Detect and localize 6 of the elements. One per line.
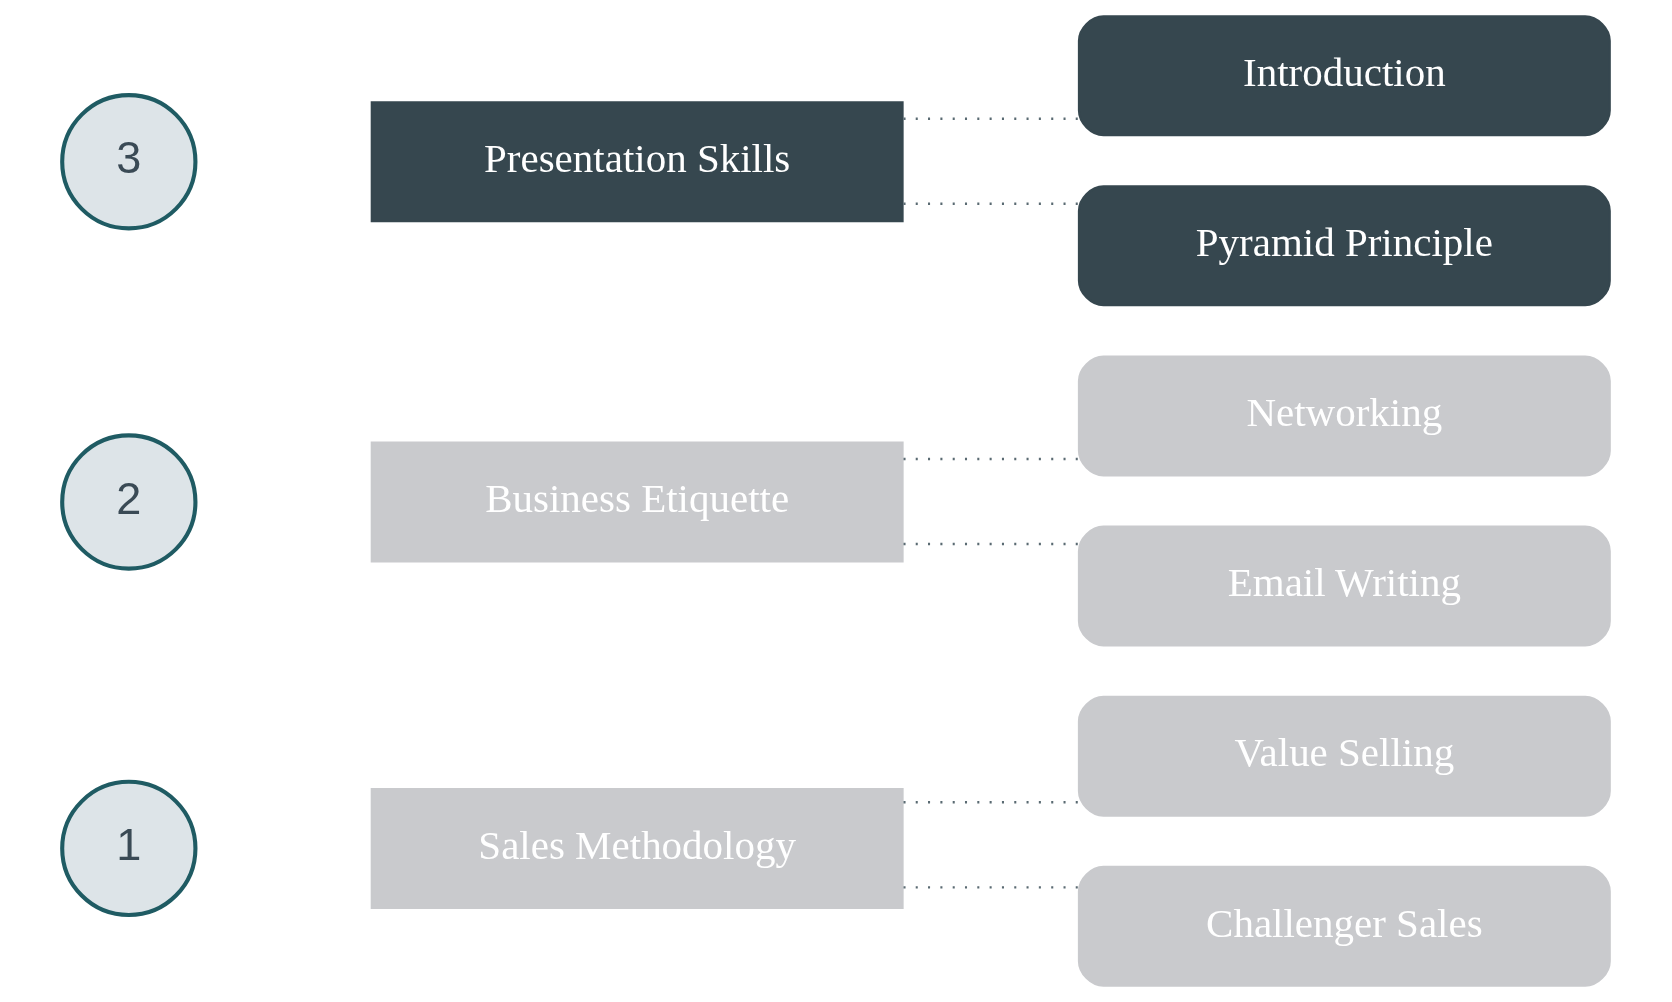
node-circle: 1 — [60, 779, 198, 918]
node-box: Introduction — [1077, 15, 1611, 137]
node-circle: 2 — [60, 433, 198, 571]
node-circle: 3 — [60, 93, 198, 231]
node-box: Presentation Skills — [370, 101, 904, 223]
node-box: Pyramid Principle — [1077, 185, 1611, 307]
